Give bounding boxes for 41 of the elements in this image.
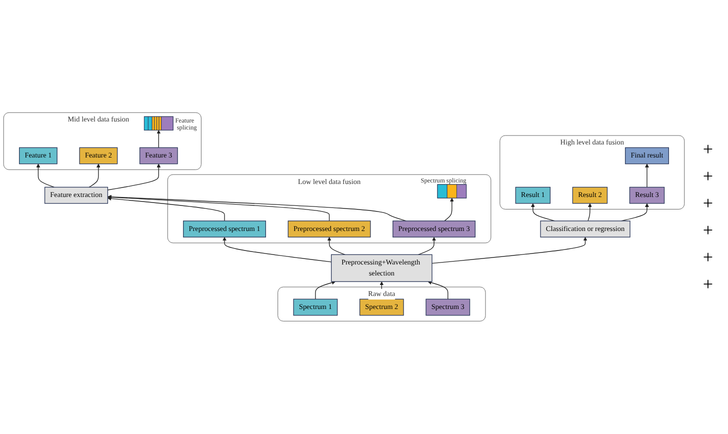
node-box [624,147,669,164]
arrow [108,195,330,222]
arrow [418,237,436,256]
arrow [588,203,592,222]
node-box [540,220,630,238]
plus-sign: + [702,220,714,241]
node-box [572,187,608,204]
plus-sign: + [702,193,714,214]
arrow [620,203,649,222]
arrow [88,164,100,188]
node-box [426,298,470,316]
node-box [515,187,551,204]
plus-sign: + [702,139,714,160]
plus-sign: + [702,274,714,295]
arrow [432,237,588,264]
node-box [79,147,118,164]
arrow [444,198,454,222]
arrow [530,203,556,222]
node-box [629,187,665,204]
node-box [19,147,58,164]
plus-sign: + [702,247,714,268]
arrow [36,164,54,188]
node-box [392,220,476,238]
node-box [44,187,108,204]
node-box [293,298,338,316]
arrow [327,237,346,256]
node-box [330,254,432,282]
arrow [107,164,161,190]
node-box [359,298,404,316]
arrow [108,195,407,222]
arrow [108,196,225,222]
node-box [139,147,178,164]
plus-sign: + [702,166,714,187]
arrow [156,130,161,148]
node-box [183,220,266,238]
arrow [645,164,649,188]
cluster [167,174,492,244]
arrow [315,280,336,300]
arrow [428,280,448,300]
node-box [288,220,371,238]
arrow [222,237,332,262]
